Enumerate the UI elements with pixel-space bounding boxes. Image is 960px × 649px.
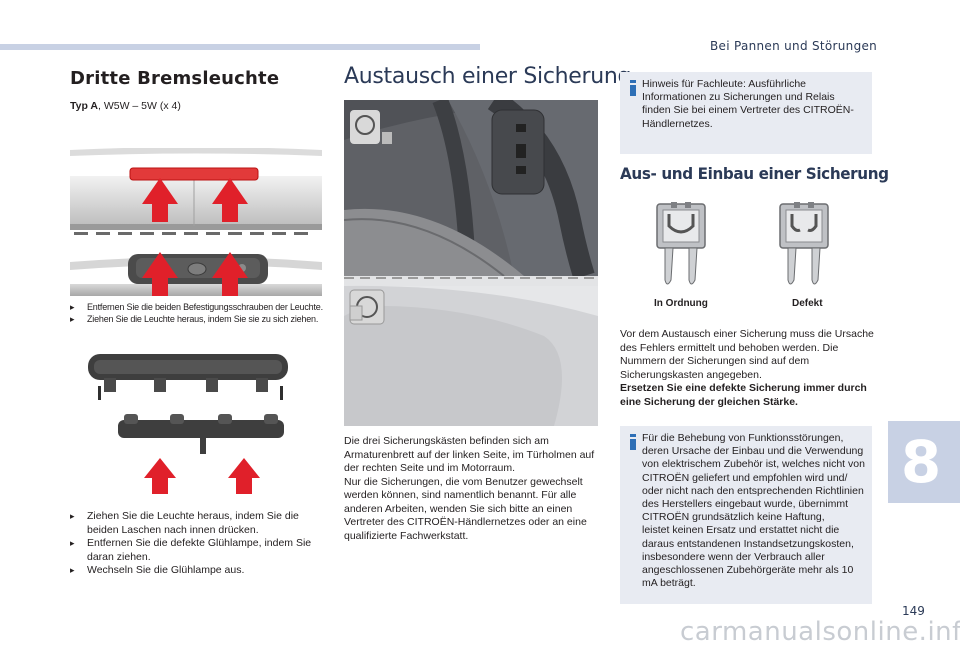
list-item: Entfernen Sie die defekte Glühlampe, ind… bbox=[70, 537, 320, 564]
info-text: Hinweis für Fachleute: Ausführliche Info… bbox=[642, 78, 854, 130]
page-number: 149 bbox=[902, 604, 925, 618]
info-text: Für die Behebung von Funktionsstörungen,… bbox=[642, 432, 866, 590]
fuse-remove-text: Vor dem Austausch einer Sicherung muss d… bbox=[620, 328, 874, 409]
fuse-ok-illustration bbox=[655, 200, 707, 295]
paragraph: leistet keinen Ersatz und erstattet nich… bbox=[642, 524, 854, 590]
dashboard-fusebox-illustration bbox=[344, 100, 598, 276]
list-item: Wechseln Sie die Glühlampe aus. bbox=[70, 564, 320, 578]
fuse-defect-illustration bbox=[778, 200, 830, 295]
chapter-number: 8 bbox=[900, 428, 942, 496]
type-value: , W5W – 5W (x 4) bbox=[98, 100, 181, 112]
list-item: Ziehen Sie die Leuchte heraus, indem Sie… bbox=[70, 314, 326, 326]
fuse-ok-label: In Ordnung bbox=[654, 298, 708, 309]
lamp-holder-illustration bbox=[70, 346, 322, 494]
brake-light-steps: Ziehen Sie die Leuchte heraus, indem Sie… bbox=[70, 510, 320, 578]
brake-light-steps-small: Entfernen Sie die beiden Befestigungssch… bbox=[70, 302, 326, 325]
fuse-replace-heading: Austausch einer Sicherung bbox=[344, 64, 632, 89]
type-label: Typ A bbox=[70, 100, 98, 112]
paragraph: Für die Behebung von Funktionsstörungen,… bbox=[642, 432, 865, 524]
list-item: Ziehen Sie die Leuchte heraus, indem Sie… bbox=[70, 510, 320, 537]
section-title: Bei Pannen und Störungen bbox=[710, 39, 878, 53]
info-box-warranty: Für die Behebung von Funktionsstörungen,… bbox=[620, 426, 872, 604]
watermark: carmanualsonline.info bbox=[680, 617, 960, 647]
paragraph: Vor dem Austausch einer Sicherung muss d… bbox=[620, 328, 874, 381]
header-rule bbox=[0, 44, 480, 50]
list-item: Entfernen Sie die beiden Befestigungssch… bbox=[70, 302, 326, 314]
bold-note: Ersetzen Sie eine defekte Sicherung imme… bbox=[620, 382, 867, 408]
fuse-replace-text: Die drei Sicherungskästen befinden sich … bbox=[344, 435, 600, 543]
brake-light-heading: Dritte Bremsleuchte bbox=[70, 68, 280, 89]
bulb-type-line: Typ A, W5W – 5W (x 4) bbox=[70, 100, 181, 112]
brake-light-removal-illustration bbox=[70, 148, 322, 296]
fusebox-cover-illustration bbox=[344, 276, 598, 426]
paragraph: Nur die Sicherungen, die vom Benutzer ge… bbox=[344, 475, 587, 542]
info-icon bbox=[628, 80, 638, 96]
info-box-specialists: Hinweis für Fachleute: Ausführliche Info… bbox=[620, 72, 872, 154]
fuse-remove-heading: Aus- und Einbau einer Sicherung bbox=[620, 164, 889, 183]
fuse-defect-label: Defekt bbox=[792, 298, 823, 309]
chapter-tab: 8 bbox=[888, 421, 960, 503]
info-icon bbox=[628, 434, 638, 450]
paragraph: Die drei Sicherungskästen befinden sich … bbox=[344, 435, 595, 474]
